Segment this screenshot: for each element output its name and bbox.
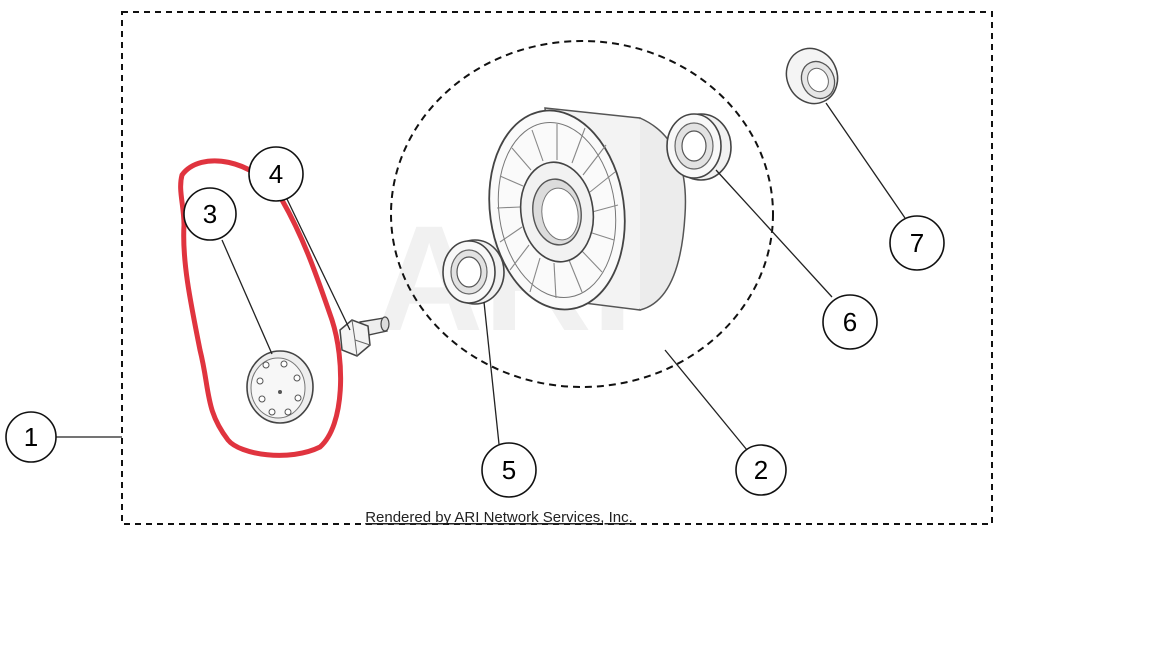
wheel-group-circle <box>390 40 774 388</box>
callout-6[interactable]: 6 <box>822 294 878 350</box>
callout-2[interactable]: 2 <box>735 444 787 496</box>
callout-4[interactable]: 4 <box>248 146 304 202</box>
leader-lines <box>56 102 906 451</box>
hub-cap-part[interactable] <box>246 350 314 424</box>
assembly-boundary <box>121 11 993 525</box>
bearing-part-6[interactable] <box>666 113 732 181</box>
callout-4-label: 4 <box>269 159 283 189</box>
bolt-part[interactable] <box>339 316 390 357</box>
callout-7[interactable]: 7 <box>889 215 945 271</box>
callout-7-label: 7 <box>910 228 924 258</box>
red-highlight-loop <box>178 158 344 458</box>
wheel-part[interactable] <box>477 102 687 319</box>
callout-1-label: 1 <box>24 422 38 452</box>
callout-2-label: 2 <box>754 455 768 485</box>
callout-1[interactable]: 1 <box>5 411 57 463</box>
callout-5[interactable]: 5 <box>481 442 537 498</box>
callout-6-label: 6 <box>843 307 857 337</box>
callout-5-label: 5 <box>502 455 516 485</box>
credit-text: Rendered by ARI Network Services, Inc. <box>365 509 633 526</box>
bearing-part-5[interactable] <box>442 239 505 305</box>
callout-3-label: 3 <box>203 199 217 229</box>
bushing-part-7[interactable] <box>778 40 847 112</box>
callout-3[interactable]: 3 <box>183 187 237 241</box>
